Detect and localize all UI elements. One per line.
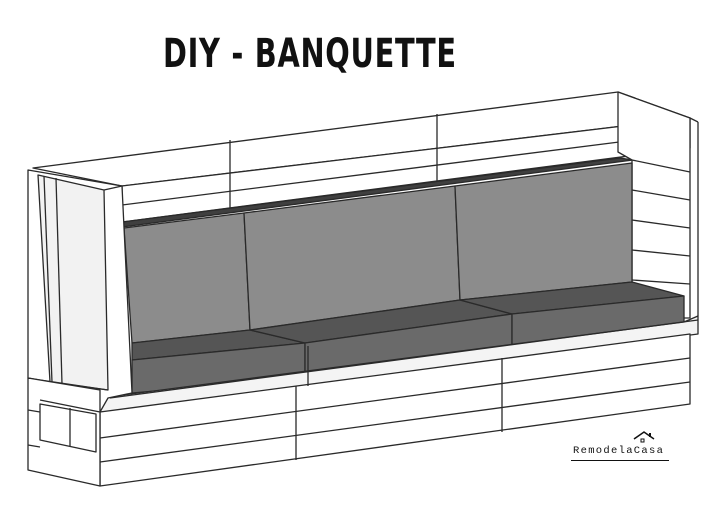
brand-name: RemodelaCasa [573, 445, 665, 457]
diagram-title: DIY - BANQUETTE [163, 31, 457, 77]
back-cushion-right [454, 162, 633, 301]
back-cushion-left [123, 212, 251, 344]
brand-underline [571, 460, 669, 461]
left-base-opening [39, 403, 97, 453]
brand-logo: RemodelaCasa [571, 430, 671, 464]
house-icon [633, 431, 655, 443]
